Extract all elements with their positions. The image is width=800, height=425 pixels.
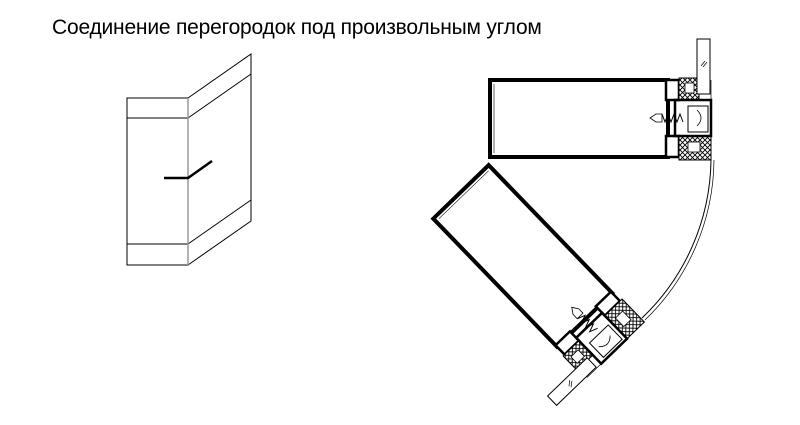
angled-partition (401, 161, 647, 409)
curved-seal (641, 159, 712, 319)
front-panel (126, 97, 189, 266)
straight-partition (488, 37, 713, 162)
drawing-title: Соединение перегородок под произвольным … (52, 16, 542, 39)
corner-isometric-sketch (126, 53, 252, 266)
section-view (401, 37, 715, 409)
angled-panel (187, 53, 252, 266)
angle-indicator (164, 159, 213, 180)
